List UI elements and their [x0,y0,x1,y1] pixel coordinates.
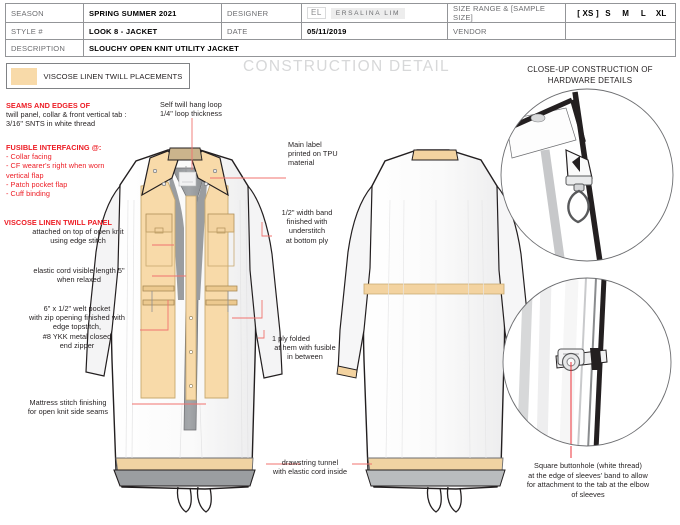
style-value: LOOK 8 - JACKET [83,22,222,40]
size-option-0[interactable]: [ XS ] [577,8,599,18]
annotation-welt-pocket-line2: with zip opening finished with [28,313,125,323]
annotation-hang-loop-line1: Self twill hang loop [160,100,222,109]
style-label: STYLE # [5,22,84,40]
annotation-fusible-heading: FUSIBLE INTERFACING @: [6,143,102,152]
annotation-elastic-cord-line1: elastic cord visible length 5" [33,266,125,275]
annotation-buttonhole-line2: at the edge of sleeves' band to allow [528,470,648,480]
annotation-hem-fold-line1: 1 ply folded [272,334,310,343]
size-option-1[interactable]: S [605,8,611,18]
annotation-drawstring-line2: with elastic cord inside [272,467,348,477]
size-option-4[interactable]: XL [655,8,667,18]
leader-lines [132,118,372,465]
annotation-welt-pocket-line1: 6" x 1/2" welt pocket [43,304,111,313]
annotation-drawstring: drawstring tunnel with elastic cord insi… [262,458,358,476]
annotation-elastic-cord: elastic cord visible length 5" when rela… [6,266,152,284]
legend-label: VISCOSE LINEN TWILL PLACEMENTS [43,71,183,81]
table-row: DESCRIPTION SLOUCHY OPEN KNIT UTILITY JA… [5,39,676,57]
annotation-elastic-cord-line2: when relaxed [56,275,101,285]
legend-box: VISCOSE LINEN TWILL PLACEMENTS [6,63,190,89]
table-row: STYLE # LOOK 8 - JACKET DATE 05/11/2019 … [5,22,676,40]
annotation-hem-fold-line2: at hem with fusible [274,343,336,353]
annotation-buttonhole-line3: for attachment to the tab at the elbow [526,480,650,490]
page-title: CONSTRUCTION DETAIL [243,58,450,75]
size-option-2[interactable]: M [622,8,630,18]
annotation-seams: SEAMS AND EDGES OF twill panel, collar &… [6,101,166,129]
annotation-mattress-stitch-line2: for open knit side seams [27,407,109,417]
annotation-seams-heading: SEAMS AND EDGES OF [6,101,91,110]
annotation-width-band-line4: at bottom ply [285,235,329,245]
vendor-value [565,22,676,40]
annotation-fusible-item-0: - Collar facing [6,152,52,162]
size-option-3[interactable]: L [640,8,646,18]
right-panel-title-line2: HARDWARE DETAILS [547,76,633,85]
annotation-twill-panel: VISCOSE LINEN TWILL PANEL attached on to… [4,218,152,246]
annotation-main-label-line1: Main label [288,140,322,149]
annotation-hem-fold: 1 ply folded at hem with fusible in betw… [262,334,348,362]
vendor-label: VENDOR [447,22,566,40]
annotation-seams-line1: twill panel, collar & front vertical tab… [6,110,127,120]
season-label: SEASON [5,3,84,23]
annotation-welt-pocket-line5: end zipper [59,340,95,350]
designer-value: EL ERSALINA LIM [301,3,448,23]
annotation-buttonhole: Square buttonhole (white thread) at the … [500,461,676,499]
annotation-hem-fold-line3: in between [287,352,323,362]
description-value: SLOUCHY OPEN KNIT UTILITY JACKET [83,39,676,57]
description-label: DESCRIPTION [5,39,84,57]
annotation-fusible-item-2: vertical flap [6,170,44,180]
designer-label: DESIGNER [221,3,302,23]
season-value: SPRING SUMMER 2021 [83,3,222,23]
annotation-main-label-line3: material [288,158,315,168]
annotation-fusible-item-4: - Cuff binding [6,189,50,199]
closeup-hook-detail [500,88,674,262]
annotation-hang-loop-line2: 1/4" loop thickness [160,109,222,119]
annotation-twill-panel-line1: attached on top of open knit [32,227,124,237]
annotation-hang-loop: Self twill hang loop 1/4" loop thickness [160,100,270,118]
designer-name: ERSALINA LIM [330,7,406,19]
annotation-mattress-stitch: Mattress stitch finishing for open knit … [6,398,130,416]
annotation-width-band-line1: 1/2" width band [281,208,333,217]
annotation-fusible: FUSIBLE INTERFACING @: - Collar facing -… [6,143,156,198]
annotation-seams-line2: 3/16" SNTS in white thread [6,119,96,129]
annotation-width-band-line3: understitch [288,226,326,236]
back-view-illustration [336,149,533,513]
annotation-main-label: Main label printed on TPU material [288,140,368,168]
table-row: SEASON SPRING SUMMER 2021 DESIGNER EL ER… [5,3,676,23]
annotation-width-band: 1/2" width band finished with understitc… [268,208,346,245]
twill-swatch [11,67,37,85]
annotation-welt-pocket: 6" x 1/2" welt pocket with zip opening f… [4,304,150,350]
main-label-tag [178,171,197,187]
annotation-welt-pocket-line4: #8 YKK metal closed [42,331,112,341]
date-value: 05/11/2019 [301,22,448,40]
annotation-welt-pocket-line3: edge topstitch, [52,322,102,332]
annotation-fusible-item-3: - Patch pocket flap [6,179,68,189]
annotation-main-label-line2: printed on TPU [288,149,338,159]
annotation-twill-panel-heading: VISCOSE LINEN TWILL PANEL [4,218,113,227]
annotation-drawstring-line1: drawstring tunnel [281,458,339,467]
closeup-buttonhole-detail [502,277,672,458]
annotation-twill-panel-line2: using edge stitch [50,236,106,246]
annotation-fusible-item-1: - CF wearer's right when worn [6,161,105,171]
annotation-buttonhole-line1: Square buttonhole (white thread) [534,461,642,470]
right-panel-title: CLOSE-UP CONSTRUCTION OF HARDWARE DETAIL… [505,64,675,86]
spec-header-table: SEASON SPRING SUMMER 2021 DESIGNER EL ER… [5,3,676,57]
annotation-width-band-line2: finished with [286,217,328,227]
annotation-buttonhole-line4: of sleeves [571,489,605,499]
annotation-mattress-stitch-line1: Mattress stitch finishing [29,398,107,407]
size-range-label: SIZE RANGE & [SAMPLE SIZE] [447,3,566,23]
designer-logo-icon: EL [307,7,326,19]
right-panel-title-line1: CLOSE-UP CONSTRUCTION OF [527,65,653,74]
date-label: DATE [221,22,302,40]
